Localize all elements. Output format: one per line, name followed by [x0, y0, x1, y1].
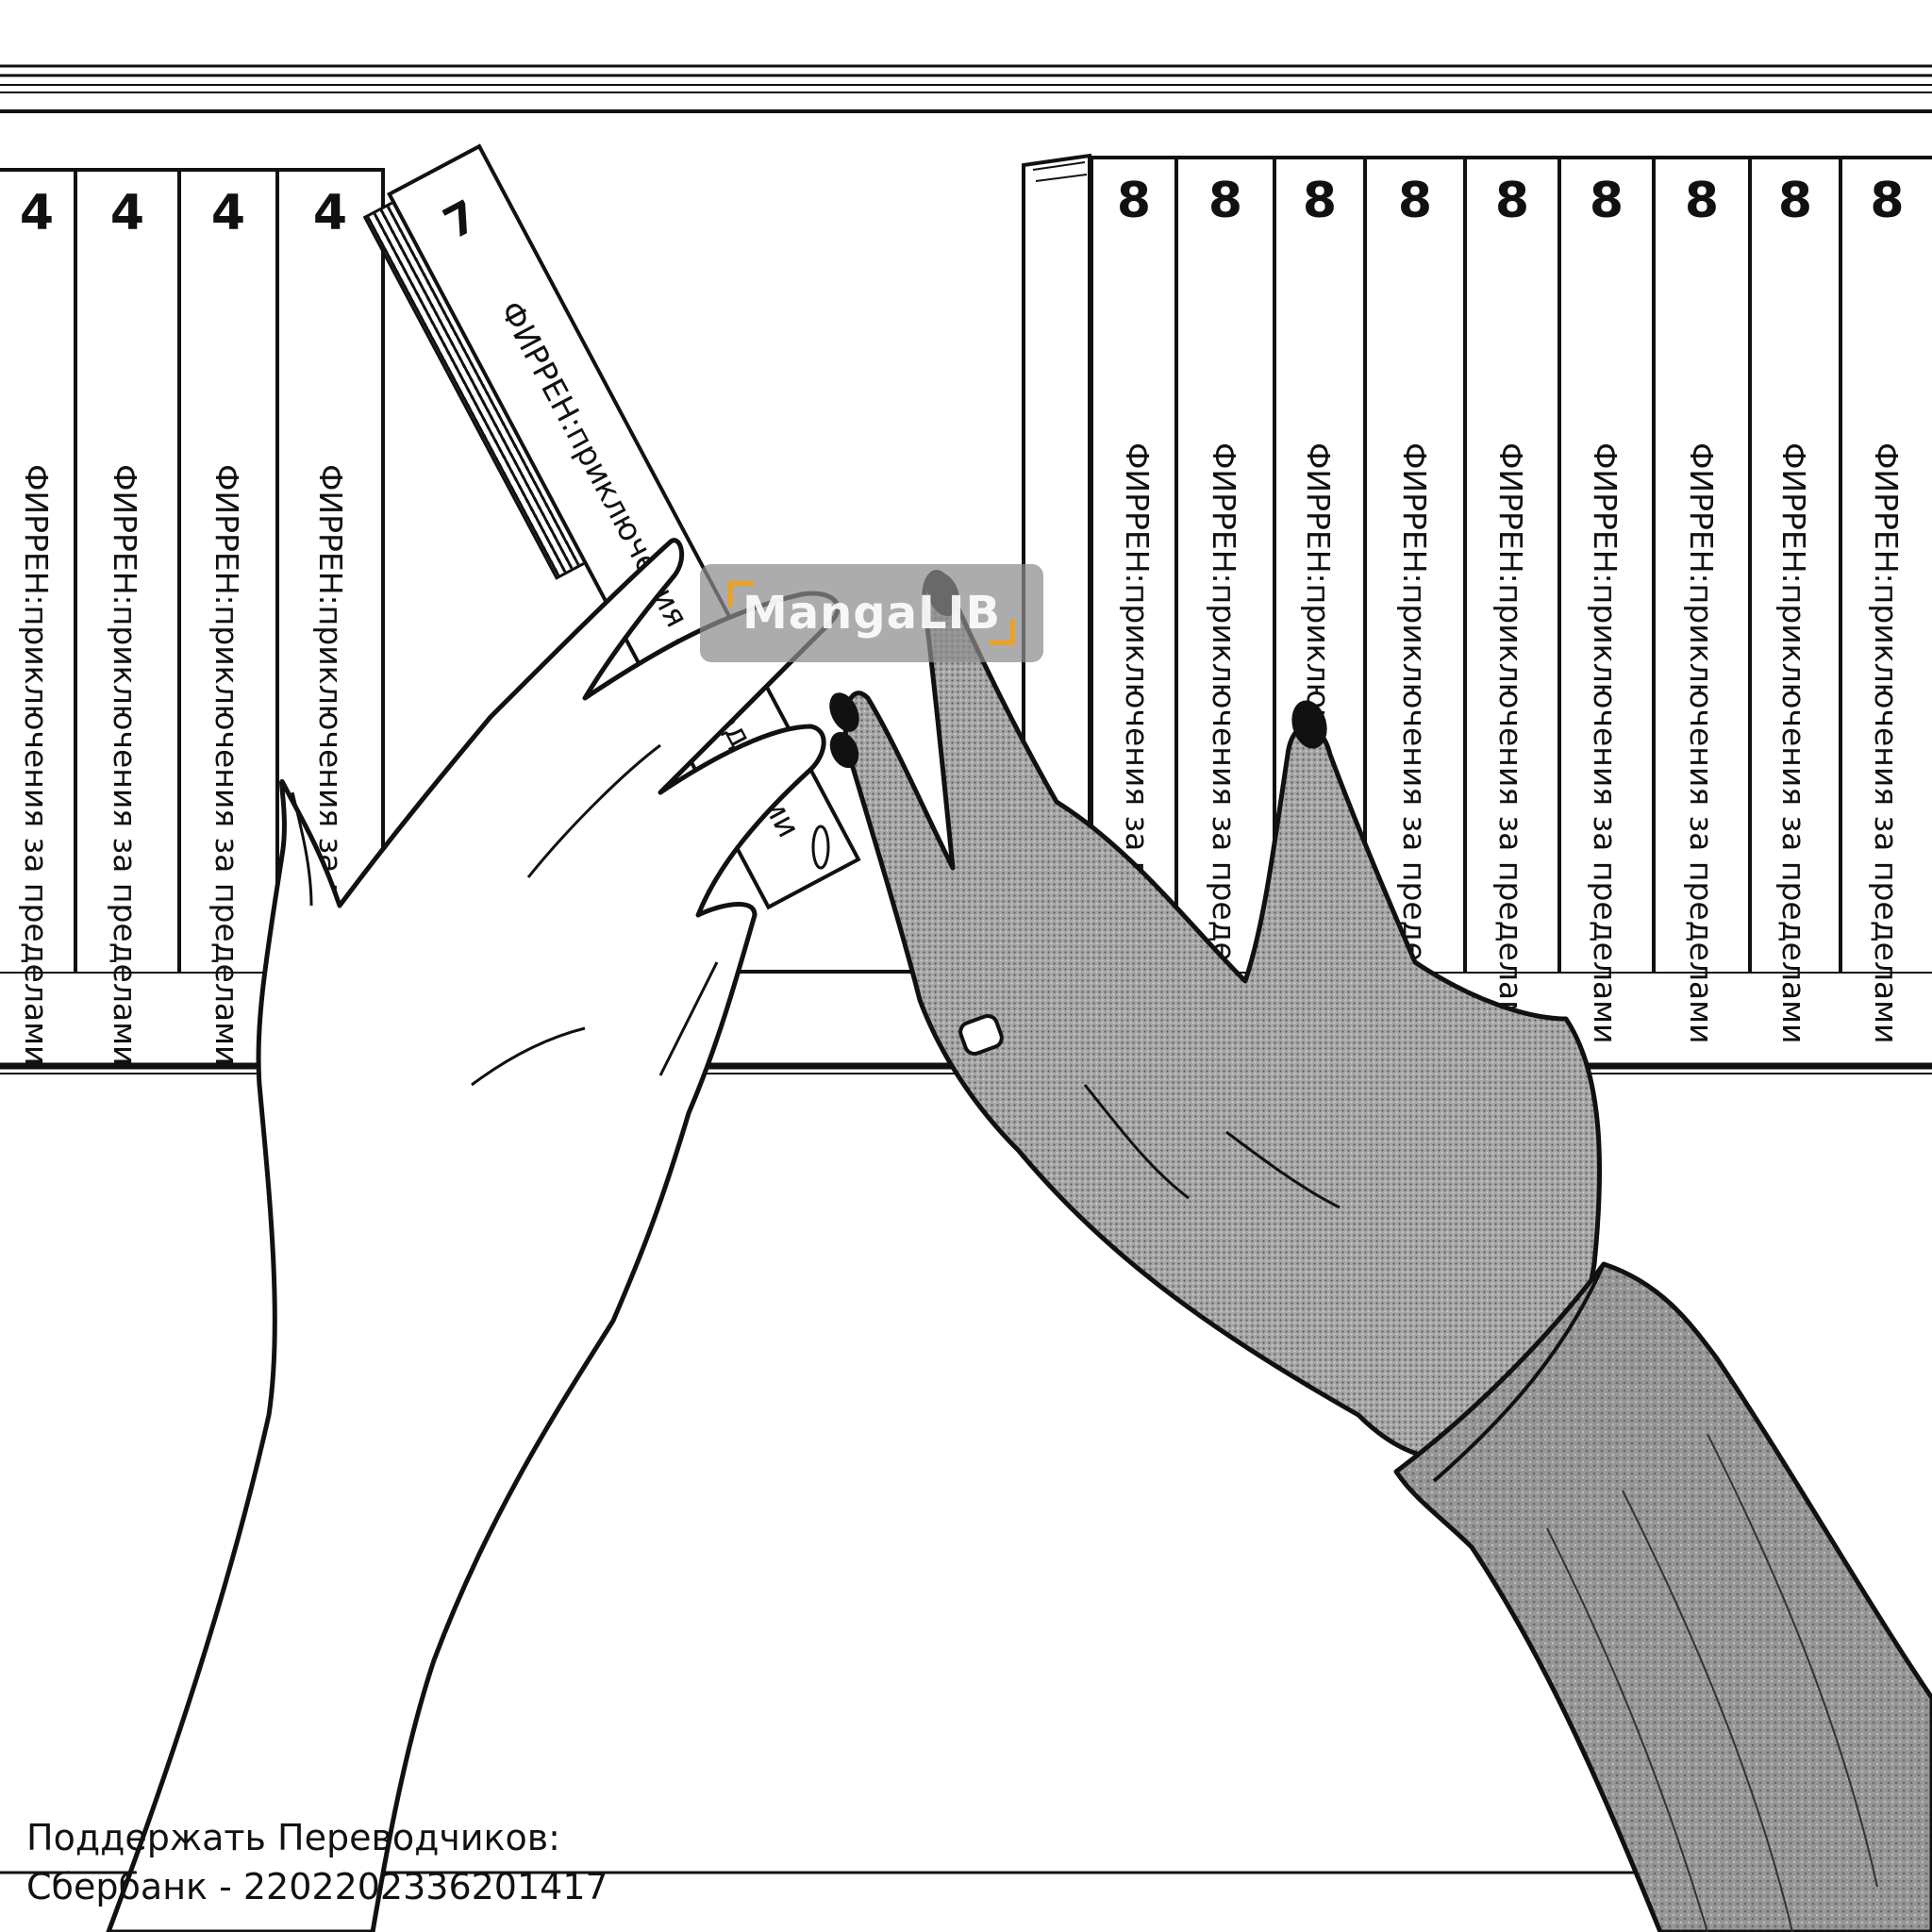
- book-spine-right-5: 8 ФИРРЕН:приключения за пределами: [1467, 156, 1561, 1043]
- volume-number: 8: [1208, 173, 1243, 229]
- left-hand: [106, 538, 841, 1932]
- book-spine-right-7: 8 ФИРРЕН:приключения за пределами: [1656, 156, 1752, 1043]
- watermark-text: MangaLIB: [741, 587, 1002, 640]
- book-spine-right-8: 8 ФИРРЕН:приключения за пределами: [1752, 156, 1842, 1043]
- corner-bracket-icon: [728, 581, 754, 607]
- book-spine-left-3: 4 ФИРРЕН:приключения за пределами: [181, 168, 279, 1065]
- support-bank-details: Сбербанк - 2202202336201417: [26, 1866, 608, 1907]
- support-caption: Поддержать Переводчиков: Сбербанк - 2202…: [26, 1813, 608, 1911]
- volume-number: 8: [1589, 173, 1624, 229]
- book-spine-right-9: 8 ФИРРЕН:приключения за пределами: [1842, 156, 1932, 1043]
- watermark-badge: MangaLIB: [700, 564, 1043, 662]
- book-spine-right-6: 8 ФИРРЕН:приключения за пределами: [1561, 156, 1656, 1043]
- volume-number: 4: [109, 185, 145, 242]
- corner-bracket-icon: [990, 620, 1015, 645]
- volume-number: 8: [1870, 173, 1905, 229]
- volume-number: 8: [1684, 173, 1720, 229]
- book-spine-right-2: 8 ФИРРЕН:приключения за пределами: [1178, 156, 1276, 1043]
- volume-number: 8: [1494, 173, 1530, 229]
- volume-number: 4: [312, 185, 348, 242]
- support-label: Поддержать Переводчиков:: [26, 1817, 560, 1858]
- volume-number: 4: [210, 185, 246, 242]
- volume-number: 8: [1116, 173, 1152, 229]
- book-spine-right-4: 8 ФИРРЕН:приключения за пределами: [1367, 156, 1467, 1043]
- right-hand: [829, 570, 1603, 1463]
- volume-number: 4: [19, 185, 55, 242]
- volume-number: 8: [1397, 173, 1433, 229]
- book-spine-left-1: 4 ФИРРЕН:приключения за пределами: [0, 168, 77, 1065]
- book-spine-left-2: 4 ФИРРЕН:приключения за пределами: [77, 168, 181, 1065]
- volume-number: 8: [1302, 173, 1338, 229]
- sleeve: [1393, 1261, 1932, 1932]
- volume-number: 8: [1777, 173, 1813, 229]
